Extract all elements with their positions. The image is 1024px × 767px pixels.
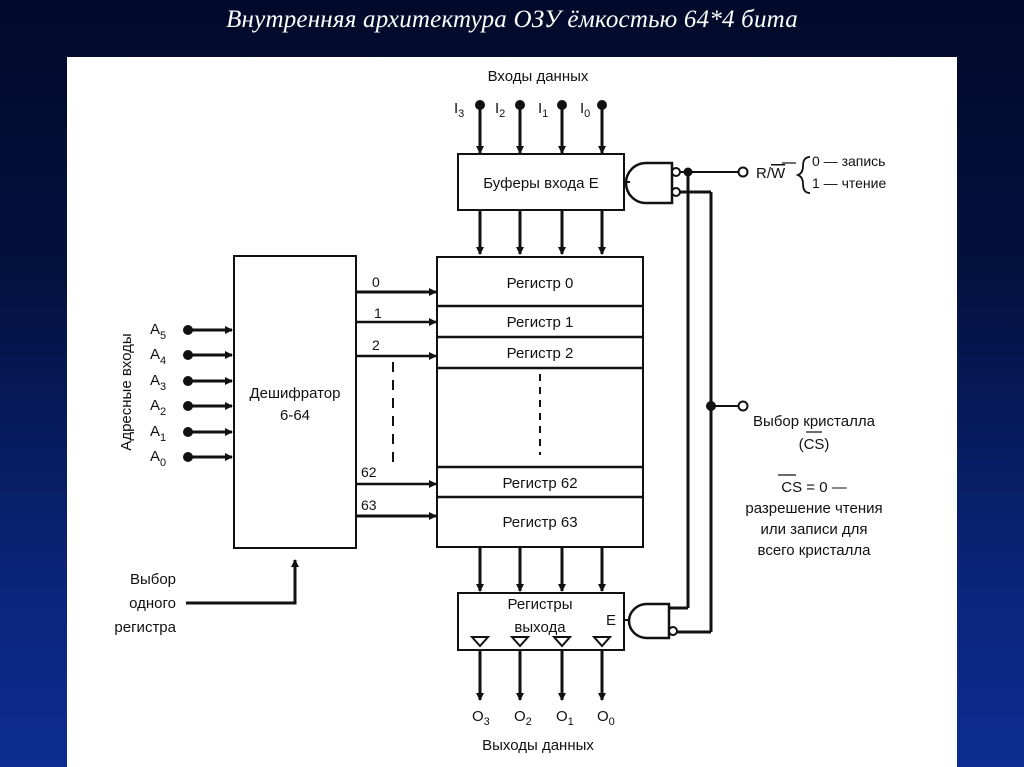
select-register-line2: одного xyxy=(129,595,176,612)
select-register-line3: регистра xyxy=(114,619,176,636)
register-62: Регистр 62 xyxy=(502,475,577,492)
register-to-output-wires xyxy=(476,547,606,592)
cs-rule-line1: CS = 0 — xyxy=(781,479,846,496)
data-output-pins: O3 O2 O1 O0 xyxy=(472,708,615,728)
data-output-o3: O3 xyxy=(472,708,490,728)
svg-text:I3: I3 xyxy=(454,100,464,120)
svg-text:A3: A3 xyxy=(150,372,166,393)
output-register-label-line1: Регистры xyxy=(507,596,572,613)
cs-rule-line3: или записи для xyxy=(760,521,867,538)
output-gate xyxy=(627,602,678,640)
address-pin-a1: A1 xyxy=(150,423,233,444)
address-inputs-label: Адресные входы xyxy=(118,333,135,450)
data-input-pin-i3: I3 xyxy=(454,100,485,154)
address-pin-a5: A5 xyxy=(150,321,233,342)
register-1: Регистр 1 xyxy=(507,314,574,331)
chip-select-abbr: (CS) xyxy=(799,436,830,453)
address-pin-a4: A4 xyxy=(150,346,233,367)
data-output-o2: O2 xyxy=(514,708,532,728)
data-output-o0: O0 xyxy=(597,708,615,728)
svg-text:A2: A2 xyxy=(150,397,166,418)
rw-label: R/W xyxy=(756,165,786,182)
select-register-wire xyxy=(186,559,299,605)
decoder-block xyxy=(233,255,357,549)
data-output-wires xyxy=(476,650,606,701)
data-input-pins: I3 I2 I1 I0 xyxy=(454,100,607,154)
decoder-output-lines: 0 1 2 62 63 xyxy=(356,274,437,520)
svg-text:I0: I0 xyxy=(580,100,590,120)
chip-select-label: Выбор кристалла xyxy=(753,413,876,430)
svg-text:A4: A4 xyxy=(150,346,166,367)
data-output-o1: O1 xyxy=(556,708,574,728)
cs-terminal xyxy=(737,400,749,412)
decoder-output-label-1: 1 xyxy=(374,305,382,321)
rw-option-write: 0 — запись xyxy=(812,153,885,169)
select-register-line1: Выбор xyxy=(130,571,176,588)
data-outputs-label: Выходы данных xyxy=(482,737,594,754)
decoder-label-line2: 6-64 xyxy=(280,407,310,424)
address-pin-a0: A0 xyxy=(150,448,233,469)
svg-text:I2: I2 xyxy=(495,100,505,120)
address-pin-a3: A3 xyxy=(150,372,233,393)
data-inputs-label: Входы данных xyxy=(488,68,589,85)
cs-rule-line2: разрешение чтения xyxy=(745,500,882,517)
slide-title: Внутренняя архитектура ОЗУ ёмкостью 64*4… xyxy=(226,6,798,33)
input-buffer-label: Буферы входа E xyxy=(483,175,598,192)
decoder-output-label-62: 62 xyxy=(361,464,377,480)
buffer-to-register-wires xyxy=(476,210,606,255)
svg-text:I1: I1 xyxy=(538,100,548,120)
svg-text:A5: A5 xyxy=(150,321,166,342)
brace-icon xyxy=(795,156,811,194)
rw-option-read: 1 — чтение xyxy=(812,175,886,191)
svg-text:A1: A1 xyxy=(150,423,166,444)
data-input-pin-i2: I2 xyxy=(495,100,525,154)
decoder-output-label-0: 0 xyxy=(372,274,380,290)
svg-text:A0: A0 xyxy=(150,448,166,469)
register-array: Регистр 0 Регистр 1 Регистр 2 Регистр 62… xyxy=(436,256,644,548)
tristate-buffers xyxy=(469,636,613,648)
output-enable-label: E xyxy=(606,612,616,629)
rw-terminal xyxy=(737,166,749,178)
cs-rule-line4: всего кристалла xyxy=(758,542,872,559)
decoder-output-label-63: 63 xyxy=(361,497,377,513)
output-register-label-line2: выхода xyxy=(514,619,566,636)
address-pin-a2: A2 xyxy=(150,397,233,418)
input-gate xyxy=(624,161,681,205)
register-63: Регистр 63 xyxy=(502,514,577,531)
data-input-pin-i0: I0 xyxy=(580,100,607,154)
data-input-pin-i1: I1 xyxy=(538,100,567,154)
decoder-output-label-2: 2 xyxy=(372,337,380,353)
register-2: Регистр 2 xyxy=(507,345,574,362)
address-pins: A5 A4 A3 A2 A1 A0 xyxy=(150,321,233,469)
register-0: Регистр 0 xyxy=(507,275,574,292)
decoder-label-line1: Дешифратор xyxy=(250,385,341,402)
